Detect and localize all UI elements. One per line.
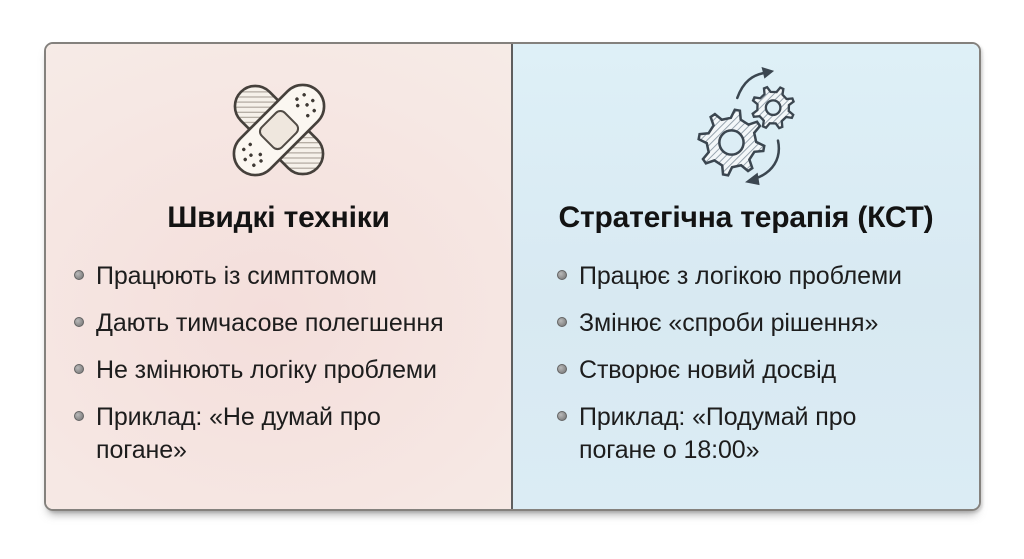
rotation-arrow-bottom-head <box>745 172 760 186</box>
panel-strategic-therapy: Стратегічна терапія (КСТ) Працює з логік… <box>511 44 979 509</box>
bullet-icon <box>557 364 567 374</box>
crossed-bandages-icon <box>46 62 511 194</box>
gears-icon <box>513 62 979 194</box>
bullet-list-strategic-therapy: Працює з логікою проблеми Змінює «спроби… <box>513 260 979 467</box>
panel-title-strategic-therapy: Стратегічна терапія (КСТ) <box>558 201 934 234</box>
list-item: Не змінюють логіку проблеми <box>74 354 497 387</box>
list-item-text: Не змінюють логіку проблеми <box>96 356 437 384</box>
list-item-text: Приклад: «Подумай про погане о 18:00» <box>579 403 857 464</box>
bullet-icon <box>74 364 84 374</box>
bandage-pores <box>241 93 316 167</box>
list-item-text: Дають тимчасове полегшення <box>96 309 444 337</box>
crossed-bandages-svg <box>232 83 325 177</box>
list-item: Працюють із симптомом <box>74 260 497 293</box>
bullet-icon <box>74 317 84 327</box>
list-item-text: Приклад: «Не думай про погане» <box>96 403 381 464</box>
bandage-front <box>232 83 325 177</box>
list-item-text: Працює з логікою проблеми <box>579 262 902 290</box>
bullet-icon <box>74 411 84 421</box>
bullet-list-quick-techniques: Працюють із симптомом Дають тимчасове по… <box>46 260 511 467</box>
bullet-icon <box>74 270 84 280</box>
bullet-icon <box>557 317 567 327</box>
gear-small-outline <box>751 85 795 130</box>
rotation-arrow-bottom <box>754 139 781 180</box>
gear-big-outline <box>697 108 766 177</box>
gears-svg <box>697 66 795 186</box>
comparison-card: Швидкі техніки Працюють із симптомом Даю… <box>44 42 981 511</box>
panel-quick-techniques: Швидкі техніки Працюють із симптомом Даю… <box>46 44 511 509</box>
list-item-text: Змінює «спроби рішення» <box>579 309 879 337</box>
rotation-arrow-top <box>736 71 767 100</box>
list-item: Приклад: «Не думай про погане» <box>74 401 497 467</box>
panel-title-quick-techniques: Швидкі техніки <box>167 201 390 234</box>
list-item: Приклад: «Подумай про погане о 18:00» <box>557 401 969 467</box>
list-item-text: Створює новий досвід <box>579 356 837 384</box>
list-item: Створює новий досвід <box>557 354 969 387</box>
bullet-icon <box>557 411 567 421</box>
bullet-icon <box>557 270 567 280</box>
list-item: Працює з логікою проблеми <box>557 260 969 293</box>
list-item-text: Працюють із симптомом <box>96 262 377 290</box>
list-item: Дають тимчасове полегшення <box>74 307 497 340</box>
rotation-arrow-top-head <box>761 66 775 79</box>
list-item: Змінює «спроби рішення» <box>557 307 969 340</box>
